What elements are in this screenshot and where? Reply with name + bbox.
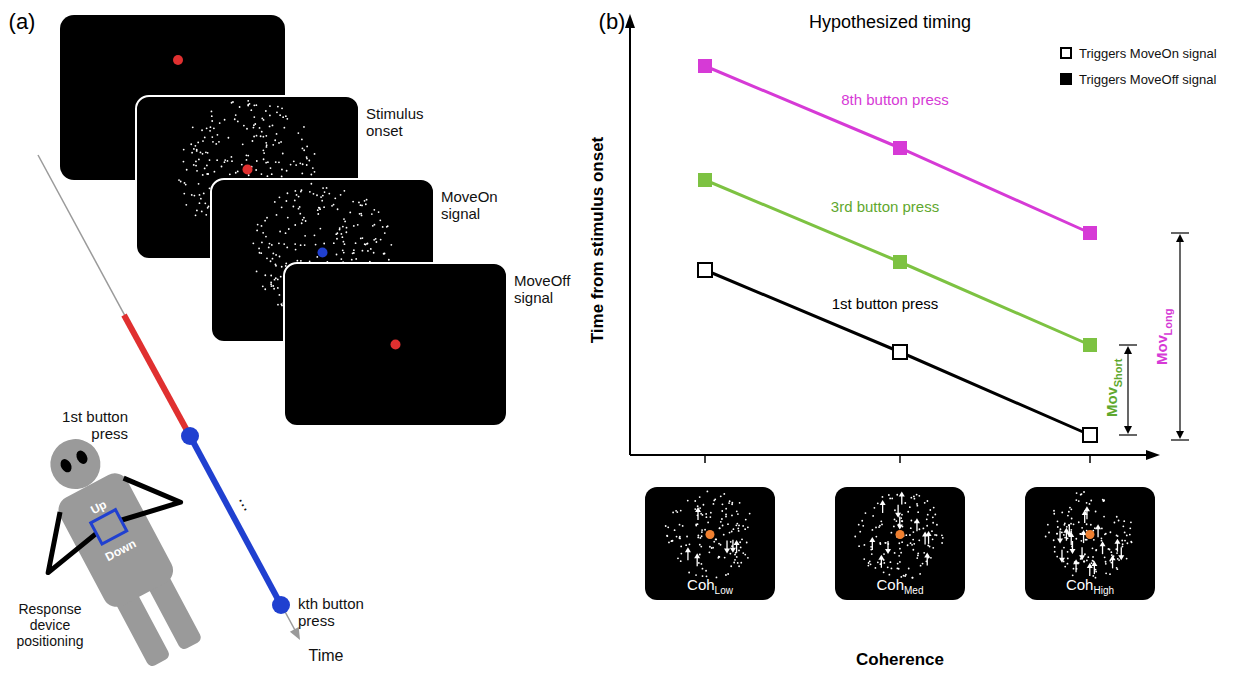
fixation-dot [243, 164, 253, 174]
event-label: kth button press [298, 595, 380, 630]
person-figure [0, 407, 243, 680]
duration-label: Mov [1153, 335, 1170, 365]
legend: Triggers MoveOn signalTriggers MoveOff s… [1060, 40, 1217, 92]
duration-label: Mov [1103, 387, 1120, 417]
coherence-thumbnail: CohMed [835, 487, 965, 600]
fixation-dot [706, 530, 715, 539]
legend-row: Triggers MoveOn signal [1060, 40, 1217, 66]
series-label: 8th button press [841, 91, 949, 108]
axis-label: Time [309, 647, 344, 665]
coherence-thumbnail: CohHigh [1025, 487, 1155, 600]
fixation-dot [173, 55, 183, 65]
coherence-label: CohHigh [1025, 576, 1155, 596]
axis-arrowhead [1146, 450, 1160, 460]
timing-line [705, 180, 1090, 345]
timing-line [705, 270, 1090, 435]
event-label: 1st button press [46, 408, 128, 443]
dot-field [285, 264, 506, 425]
fixation-dot [391, 340, 401, 350]
coherence-subscript: High [1093, 585, 1114, 596]
moveoff-markers [698, 59, 1097, 352]
press-dot [181, 427, 199, 445]
coherence-subscript: Low [715, 585, 733, 596]
x-axis [630, 454, 1148, 456]
coherence-label: CohMed [835, 576, 965, 596]
press-dot [272, 596, 290, 614]
legend-square [1060, 47, 1072, 59]
legend-row: Triggers MoveOff signal [1060, 66, 1217, 92]
axis-tick [899, 455, 901, 463]
coherence-thumbnail: CohLow [645, 487, 775, 600]
legend-text: Triggers MoveOn signal [1079, 46, 1217, 61]
screen-heading: MoveOn signal [441, 188, 519, 223]
duration-bracket [1119, 233, 1189, 440]
legend-square [1060, 73, 1072, 85]
coherence-base: Coh [687, 576, 715, 593]
y-axis [629, 26, 631, 455]
fixation-dot [318, 247, 328, 257]
duration-subscript: Short [1112, 359, 1125, 388]
movement-period [190, 436, 281, 605]
panel-letter: (a) [9, 9, 36, 34]
axis-tick [704, 455, 706, 463]
panel-letter: (b) [599, 9, 626, 34]
axis-arrowhead [625, 14, 635, 28]
screen-heading: Stimulus onset [366, 105, 444, 140]
duration-subscript: Long [1162, 309, 1175, 336]
panel-title: Hypothesized timing [809, 12, 971, 33]
stimulus-screen: MoveOff signal [283, 262, 508, 427]
axis-tick [1089, 455, 1091, 463]
moveon-markers [698, 263, 1097, 442]
axis-title: Time from stimulus onset [588, 137, 608, 344]
legend-text: Triggers MoveOff signal [1079, 72, 1216, 87]
coherence-base: Coh [1066, 576, 1094, 593]
fixation-dot [896, 530, 905, 539]
fixation-dot [1086, 530, 1095, 539]
series-label: 1st button press [832, 295, 939, 312]
screen-heading: MoveOff signal [514, 272, 592, 307]
figure-caption: Response device positioning [8, 601, 92, 649]
coherence-label: CohLow [645, 576, 775, 596]
coherence-subscript: Med [904, 585, 923, 596]
axis-title: Coherence [856, 650, 944, 670]
timing-line [705, 66, 1090, 233]
fixation-period [124, 315, 190, 436]
series-label: 3rd button press [831, 198, 939, 215]
ellipsis-mark: ... [234, 492, 259, 515]
coherence-base: Coh [877, 576, 905, 593]
